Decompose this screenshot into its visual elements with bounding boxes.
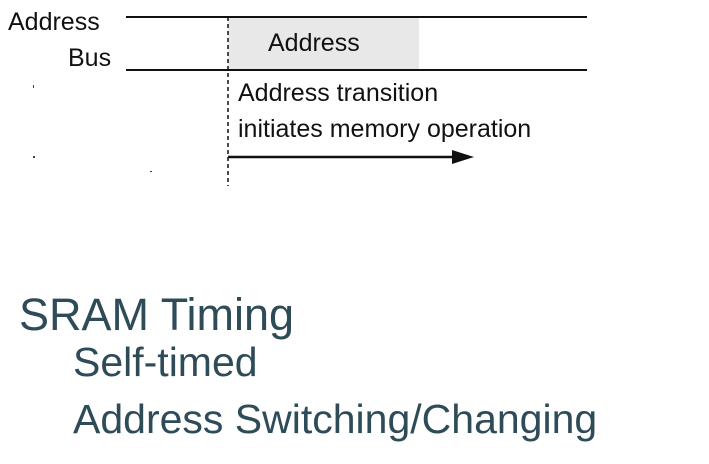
stray-mark [33, 156, 35, 158]
timing-diagram [33, 16, 587, 186]
stray-mark [150, 171, 152, 172]
annotation-line-2: initiates memory operation [238, 115, 532, 143]
operation-arrow-head [452, 150, 474, 164]
annotation-line-1: Address transition [238, 79, 439, 107]
signal-label-address: Address [8, 8, 100, 36]
bullet-self-timed: Self-timed [73, 339, 258, 385]
stray-mark [33, 85, 34, 88]
slide-title: SRAM Timing [19, 289, 295, 340]
bus-value-label: Address [268, 29, 360, 57]
signal-label-bus: Bus [68, 44, 112, 72]
bullet-address-switching: Address Switching/Changing [73, 396, 598, 442]
address-bus-valid-region [228, 17, 419, 70]
